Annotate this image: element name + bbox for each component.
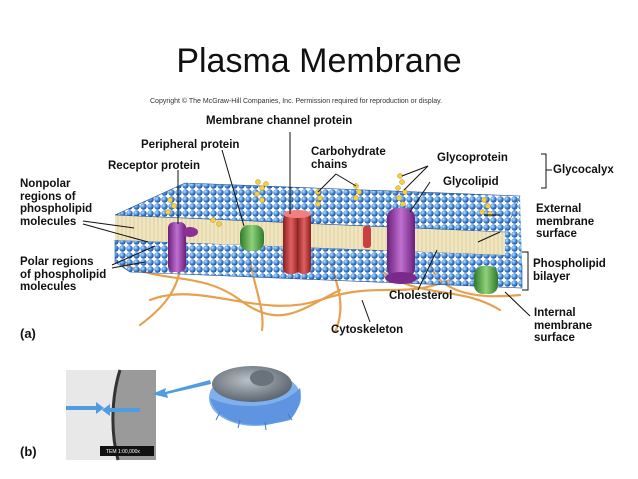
label-receptor-protein: Receptor protein [108,160,201,172]
green-protein-lower [474,266,498,294]
label-external-membrane-surface: External membrane surface [536,203,595,240]
panel-label-a: (a) [20,326,36,341]
carbohydrate-chains [165,173,493,227]
glycoprotein [387,208,415,278]
receptor-protein [168,222,186,272]
peripheral-protein [240,225,264,251]
label-cholesterol: Cholesterol [389,290,453,302]
label-peripheral-protein: Peripheral protein [141,139,240,151]
cell-illustration [209,366,301,431]
label-glycocalyx: Glycocalyx [553,164,614,176]
arrows [66,380,211,416]
label-internal-membrane-surface: Internal membrane surface [534,307,593,344]
label-carbohydrate-chains: Carbohydrate chains [311,146,386,171]
slide-title: Plasma Membrane [176,42,462,80]
label-phospholipid-bilayer: Phospholipid bilayer [533,258,606,283]
membrane-channel-protein [283,214,299,274]
label-nonpolar-regions: Nonpolar regions of phospholipid molecul… [20,178,93,228]
copyright-notice: Copyright © The McGraw-Hill Companies, I… [150,98,443,105]
panel-label-b: (b) [20,444,37,459]
label-glycoprotein: Glycoprotein [437,152,508,164]
label-membrane-channel-protein: Membrane channel protein [206,115,353,127]
label-glycolipid: Glycolipid [443,176,499,188]
leader-lines [82,132,552,323]
label-cytoskeleton: Cytoskeleton [331,324,404,336]
label-polar-regions: Polar regions of phospholipid molecules [20,256,107,293]
micrograph-scale-label: TEM 1:00,000x [104,448,142,456]
